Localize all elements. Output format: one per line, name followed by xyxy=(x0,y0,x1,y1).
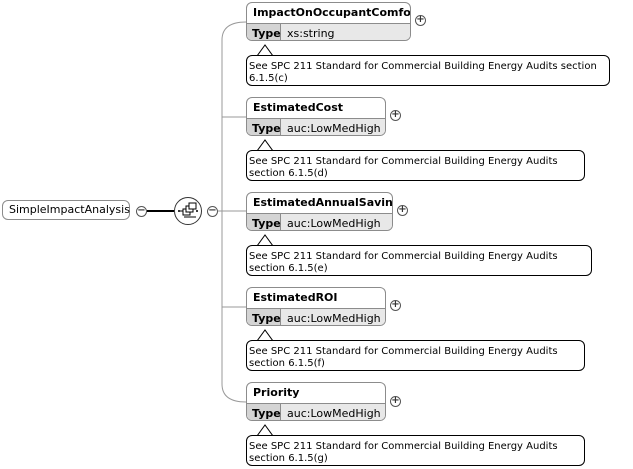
expand-element-icon[interactable]: + xyxy=(390,395,401,407)
documentation-note: See SPC 211 Standard for Commercial Buil… xyxy=(246,150,585,181)
type-label: Type xyxy=(247,214,281,230)
element-priority[interactable]: Priority Type auc:LowMedHigh xyxy=(246,382,386,421)
type-value: auc:LowMedHigh xyxy=(287,122,381,135)
documentation-note: See SPC 211 Standard for Commercial Buil… xyxy=(246,245,592,276)
note-pointer xyxy=(257,139,273,151)
documentation-text: See SPC 211 Standard for Commercial Buil… xyxy=(249,61,597,84)
note-pointer xyxy=(257,44,273,56)
documentation-text: See SPC 211 Standard for Commercial Buil… xyxy=(249,346,558,369)
expand-element-icon[interactable]: + xyxy=(390,299,401,311)
documentation-note: See SPC 211 Standard for Commercial Buil… xyxy=(246,55,610,86)
type-value: auc:LowMedHigh xyxy=(287,312,381,325)
element-type-row: Type auc:LowMedHigh xyxy=(247,118,385,135)
documentation-text: See SPC 211 Standard for Commercial Buil… xyxy=(249,156,558,179)
element-estimatedannualsavings[interactable]: EstimatedAnnualSavings Type auc:LowMedHi… xyxy=(246,192,393,231)
note-pointer xyxy=(257,329,273,341)
element-type-row: Type xs:string xyxy=(247,23,410,40)
documentation-note: See SPC 211 Standard for Commercial Buil… xyxy=(246,435,585,466)
root-element-label: SimpleImpactAnalysis xyxy=(9,203,130,216)
collapse-sequence-icon[interactable]: − xyxy=(207,205,218,217)
element-name: EstimatedAnnualSavings xyxy=(253,196,393,209)
type-value: auc:LowMedHigh xyxy=(287,407,381,420)
documentation-text: See SPC 211 Standard for Commercial Buil… xyxy=(249,441,558,464)
expand-element-icon[interactable]: + xyxy=(390,109,401,121)
element-estimatedroi[interactable]: EstimatedROI Type auc:LowMedHigh xyxy=(246,287,386,326)
element-name: EstimatedROI xyxy=(253,291,338,304)
element-type-row: Type auc:LowMedHigh xyxy=(247,403,385,420)
element-name: EstimatedCost xyxy=(253,101,344,114)
type-value: auc:LowMedHigh xyxy=(287,217,381,230)
element-type-row: Type auc:LowMedHigh xyxy=(247,308,385,325)
sequence-compositor-icon[interactable] xyxy=(174,197,202,225)
note-pointer xyxy=(257,424,273,436)
collapse-root-icon[interactable]: − xyxy=(136,205,147,217)
note-pointer xyxy=(257,234,273,246)
element-estimatedcost[interactable]: EstimatedCost Type auc:LowMedHigh xyxy=(246,97,386,136)
element-impactonoccupantcomfort[interactable]: ImpactOnOccupantComfort Type xs:string xyxy=(246,2,411,41)
type-label: Type xyxy=(247,404,281,420)
type-label: Type xyxy=(247,24,281,40)
sequence-symbol-icon xyxy=(178,202,198,218)
expand-element-icon[interactable]: + xyxy=(415,14,426,26)
root-element-simpleimpactanalysis[interactable]: SimpleImpactAnalysis xyxy=(2,200,130,220)
expand-element-icon[interactable]: + xyxy=(397,204,408,216)
element-name: Priority xyxy=(253,386,300,399)
element-name: ImpactOnOccupantComfort xyxy=(253,6,411,19)
documentation-note: See SPC 211 Standard for Commercial Buil… xyxy=(246,340,585,371)
type-value: xs:string xyxy=(287,27,335,40)
type-label: Type xyxy=(247,309,281,325)
documentation-text: See SPC 211 Standard for Commercial Buil… xyxy=(249,251,558,274)
element-type-row: Type auc:LowMedHigh xyxy=(247,213,392,230)
type-label: Type xyxy=(247,119,281,135)
